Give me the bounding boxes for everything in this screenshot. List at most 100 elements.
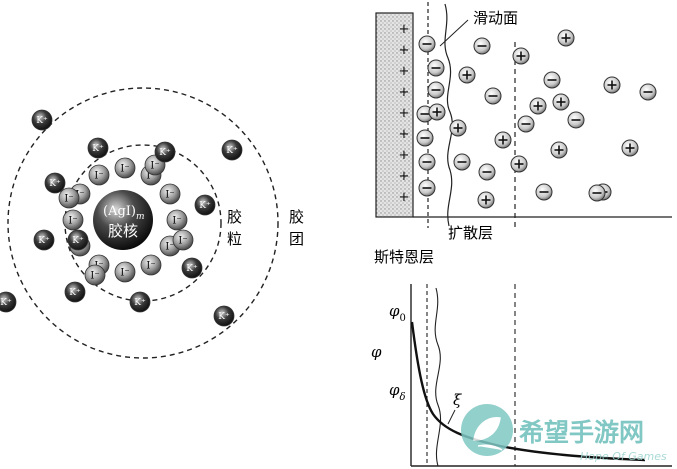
micelle-diagram: I⁻I⁻I⁻I⁻I⁻I⁻I⁻I⁻I⁻I⁻I⁻I⁻I⁻I⁻I⁻I⁻ K⁺K⁺K⁺K… bbox=[0, 87, 304, 359]
svg-text:K⁺: K⁺ bbox=[226, 146, 238, 156]
surface-plus-charge: + bbox=[399, 43, 410, 58]
iodide-ion: I⁻ bbox=[58, 187, 80, 209]
svg-text:K⁺: K⁺ bbox=[38, 236, 50, 246]
svg-text:I⁻: I⁻ bbox=[90, 271, 99, 282]
slip-plane-pointer bbox=[439, 19, 469, 47]
svg-text:K⁺: K⁺ bbox=[92, 144, 104, 154]
colloidal-particle-label-1: 胶 bbox=[227, 208, 242, 226]
surface-plus-charge: + bbox=[399, 106, 410, 121]
potassium-ion: K⁺ bbox=[31, 109, 53, 131]
svg-text:I⁻: I⁻ bbox=[120, 268, 129, 279]
svg-text:I⁻: I⁻ bbox=[165, 242, 174, 253]
surface-plus-charge: + bbox=[399, 169, 410, 184]
potassium-ion: K⁺ bbox=[67, 229, 89, 251]
outer-potassium-ions: K⁺ K⁺ K⁺ K⁺ bbox=[0, 109, 243, 327]
counter-ion-negative bbox=[416, 129, 434, 147]
solution-ion-negative bbox=[543, 71, 561, 89]
potassium-ion: K⁺ bbox=[194, 194, 216, 216]
solution-ion-negative bbox=[484, 87, 502, 105]
surface-plus-charge: + bbox=[399, 148, 410, 163]
counter-ion-negative bbox=[418, 153, 436, 171]
solution-ion-negative bbox=[478, 163, 496, 181]
svg-text:K⁺: K⁺ bbox=[72, 236, 84, 246]
colloidal-particle-label-2: 粒 bbox=[227, 230, 242, 248]
solution-ion-positive bbox=[557, 29, 575, 47]
potassium-ion: K⁺ bbox=[213, 305, 235, 327]
diffuse-layer-label: 扩散层 bbox=[448, 224, 493, 242]
potential-slip-boundary bbox=[434, 287, 442, 467]
iodide-ion: I⁻ bbox=[84, 264, 106, 286]
svg-text:I⁻: I⁻ bbox=[165, 190, 174, 201]
solution-ions bbox=[416, 29, 657, 209]
svg-text:I⁻: I⁻ bbox=[94, 170, 103, 181]
watermark: 希望手游网 Hope Of Games bbox=[461, 404, 667, 463]
xi-pointer bbox=[447, 409, 456, 425]
iodide-ion: I⁻ bbox=[172, 229, 194, 251]
potassium-ion: K⁺ bbox=[154, 141, 176, 163]
solution-ion-positive bbox=[449, 119, 467, 137]
iodide-ion: I⁻ bbox=[166, 209, 188, 231]
svg-text:I⁻: I⁻ bbox=[68, 216, 77, 227]
potassium-ion: K⁺ bbox=[129, 291, 151, 313]
solution-ion-positive bbox=[428, 103, 446, 121]
micelle-outer-boundary bbox=[7, 87, 279, 359]
solution-ion-positive bbox=[477, 191, 495, 209]
micelle-label-1: 胶 bbox=[289, 208, 304, 226]
svg-text:I⁻: I⁻ bbox=[75, 190, 84, 201]
svg-text:K⁺: K⁺ bbox=[218, 312, 230, 322]
svg-text:I⁻: I⁻ bbox=[120, 164, 129, 175]
svg-text:I⁻: I⁻ bbox=[150, 161, 159, 172]
potassium-ion: K⁺ bbox=[221, 139, 243, 161]
solution-ion-negative bbox=[453, 153, 471, 171]
stern-layer-label: 斯特恩层 bbox=[374, 248, 434, 266]
svg-text:I⁻: I⁻ bbox=[146, 170, 155, 181]
slip-plane-label: 滑动面 bbox=[473, 9, 518, 27]
solution-ion-positive bbox=[494, 131, 512, 149]
counter-ion-negative bbox=[427, 81, 445, 99]
svg-text:I⁻: I⁻ bbox=[178, 236, 187, 247]
potassium-ion: K⁺ bbox=[87, 137, 109, 159]
agi-core bbox=[93, 190, 153, 250]
svg-text:I⁻: I⁻ bbox=[172, 216, 181, 227]
surface-plus-charge: + bbox=[399, 64, 410, 79]
counter-ion-negative bbox=[427, 59, 445, 77]
svg-text:K⁺: K⁺ bbox=[159, 148, 171, 158]
solution-ion-negative bbox=[567, 111, 585, 129]
svg-text:K⁺: K⁺ bbox=[0, 298, 12, 308]
solution-ion-negative bbox=[473, 37, 491, 55]
potassium-ion: K⁺ bbox=[33, 229, 55, 251]
svg-text:K⁺: K⁺ bbox=[69, 288, 81, 298]
watermark-en: Hope Of Games bbox=[580, 450, 667, 463]
potassium-ion: K⁺ bbox=[44, 172, 66, 194]
iodide-ion: I⁻ bbox=[114, 157, 136, 179]
solution-ion-negative bbox=[535, 183, 553, 201]
solution-ion-negative bbox=[588, 184, 606, 202]
core-label: 胶核 bbox=[108, 222, 138, 240]
double-layer-diagram: + + + + + + + + + 滑动面 扩散层 斯特恩层 bbox=[374, 2, 672, 266]
core-formula: (AgI)m bbox=[103, 204, 145, 222]
svg-text:K⁺: K⁺ bbox=[134, 298, 146, 308]
surface-charges: + + + + + + + + + bbox=[399, 22, 410, 205]
surface-plus-charge: + bbox=[399, 85, 410, 100]
solution-ion-positive bbox=[552, 93, 570, 111]
surface-plus-charge: + bbox=[399, 127, 410, 142]
surface-plus-charge: + bbox=[399, 190, 410, 205]
solution-ion-positive bbox=[512, 47, 530, 65]
iodide-ion: I⁻ bbox=[62, 209, 84, 231]
counter-ion-negative bbox=[418, 179, 436, 197]
svg-text:K⁺: K⁺ bbox=[36, 116, 48, 126]
surface-plus-charge: + bbox=[399, 22, 410, 37]
solution-ion-negative bbox=[517, 115, 535, 133]
solution-ion-positive bbox=[550, 141, 568, 159]
inner-potassium-ions: K⁺K⁺K⁺K⁺K⁺K⁺K⁺K⁺K⁺ bbox=[33, 137, 216, 313]
solution-ion-positive bbox=[458, 66, 476, 84]
solid-surface bbox=[375, 12, 414, 218]
svg-text:I⁻: I⁻ bbox=[146, 261, 155, 272]
iodide-ion: I⁻ bbox=[114, 261, 136, 283]
iodide-ion: I⁻ bbox=[140, 254, 162, 276]
potassium-ion: K⁺ bbox=[0, 291, 17, 313]
counter-ion-negative bbox=[418, 35, 436, 53]
solution-ion-positive bbox=[603, 76, 621, 94]
potassium-ion: K⁺ bbox=[64, 281, 86, 303]
